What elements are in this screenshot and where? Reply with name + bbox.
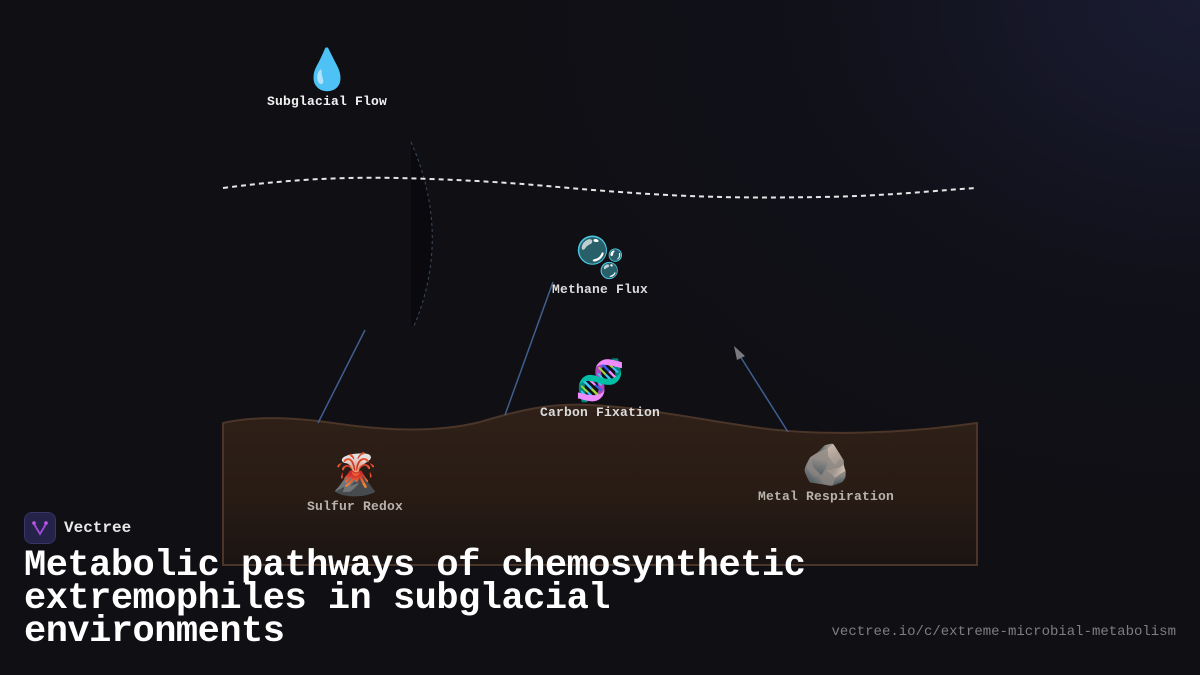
node-label: Subglacial Flow (266, 94, 388, 109)
connector-metal-arrow (739, 355, 789, 433)
dna-icon: 🧬 (575, 358, 625, 404)
node-metal-respiration[interactable]: 🪨 Metal Respiration (758, 441, 894, 504)
node-carbon-fixation[interactable]: 🧬 Carbon Fixation (540, 357, 660, 420)
connector-sulfur-to-ice (317, 329, 366, 424)
connector-carbon-to-methane (504, 281, 554, 416)
ice-lens-shape (411, 142, 433, 326)
vectree-logo-icon (24, 512, 56, 544)
node-methane-flux[interactable]: 🫧 Methane Flux (552, 234, 648, 297)
node-label: Carbon Fixation (539, 405, 661, 420)
volcano-icon: 🌋 (330, 452, 380, 498)
page-title: Metabolic pathways of chemosynthetic ext… (24, 545, 806, 653)
ice-boundary-line (222, 176, 978, 199)
arrowhead-icon (734, 346, 745, 360)
node-subglacial-flow[interactable]: 💧 Subglacial Flow (267, 46, 387, 109)
droplet-icon: 💧 (302, 47, 352, 93)
bubbles-icon: 🫧 (575, 235, 625, 281)
source-url[interactable]: vectree.io/c/extreme-microbial-metabolis… (831, 624, 1176, 640)
brand-name: Vectree (64, 519, 132, 537)
node-label: Methane Flux (551, 282, 649, 297)
sediment-layer (222, 403, 978, 566)
rock-icon: 🪨 (801, 442, 851, 488)
brand: Vectree (24, 512, 131, 544)
node-label: Metal Respiration (757, 489, 895, 504)
node-label: Sulfur Redox (306, 499, 404, 514)
node-sulfur-redox[interactable]: 🌋 Sulfur Redox (307, 451, 403, 514)
